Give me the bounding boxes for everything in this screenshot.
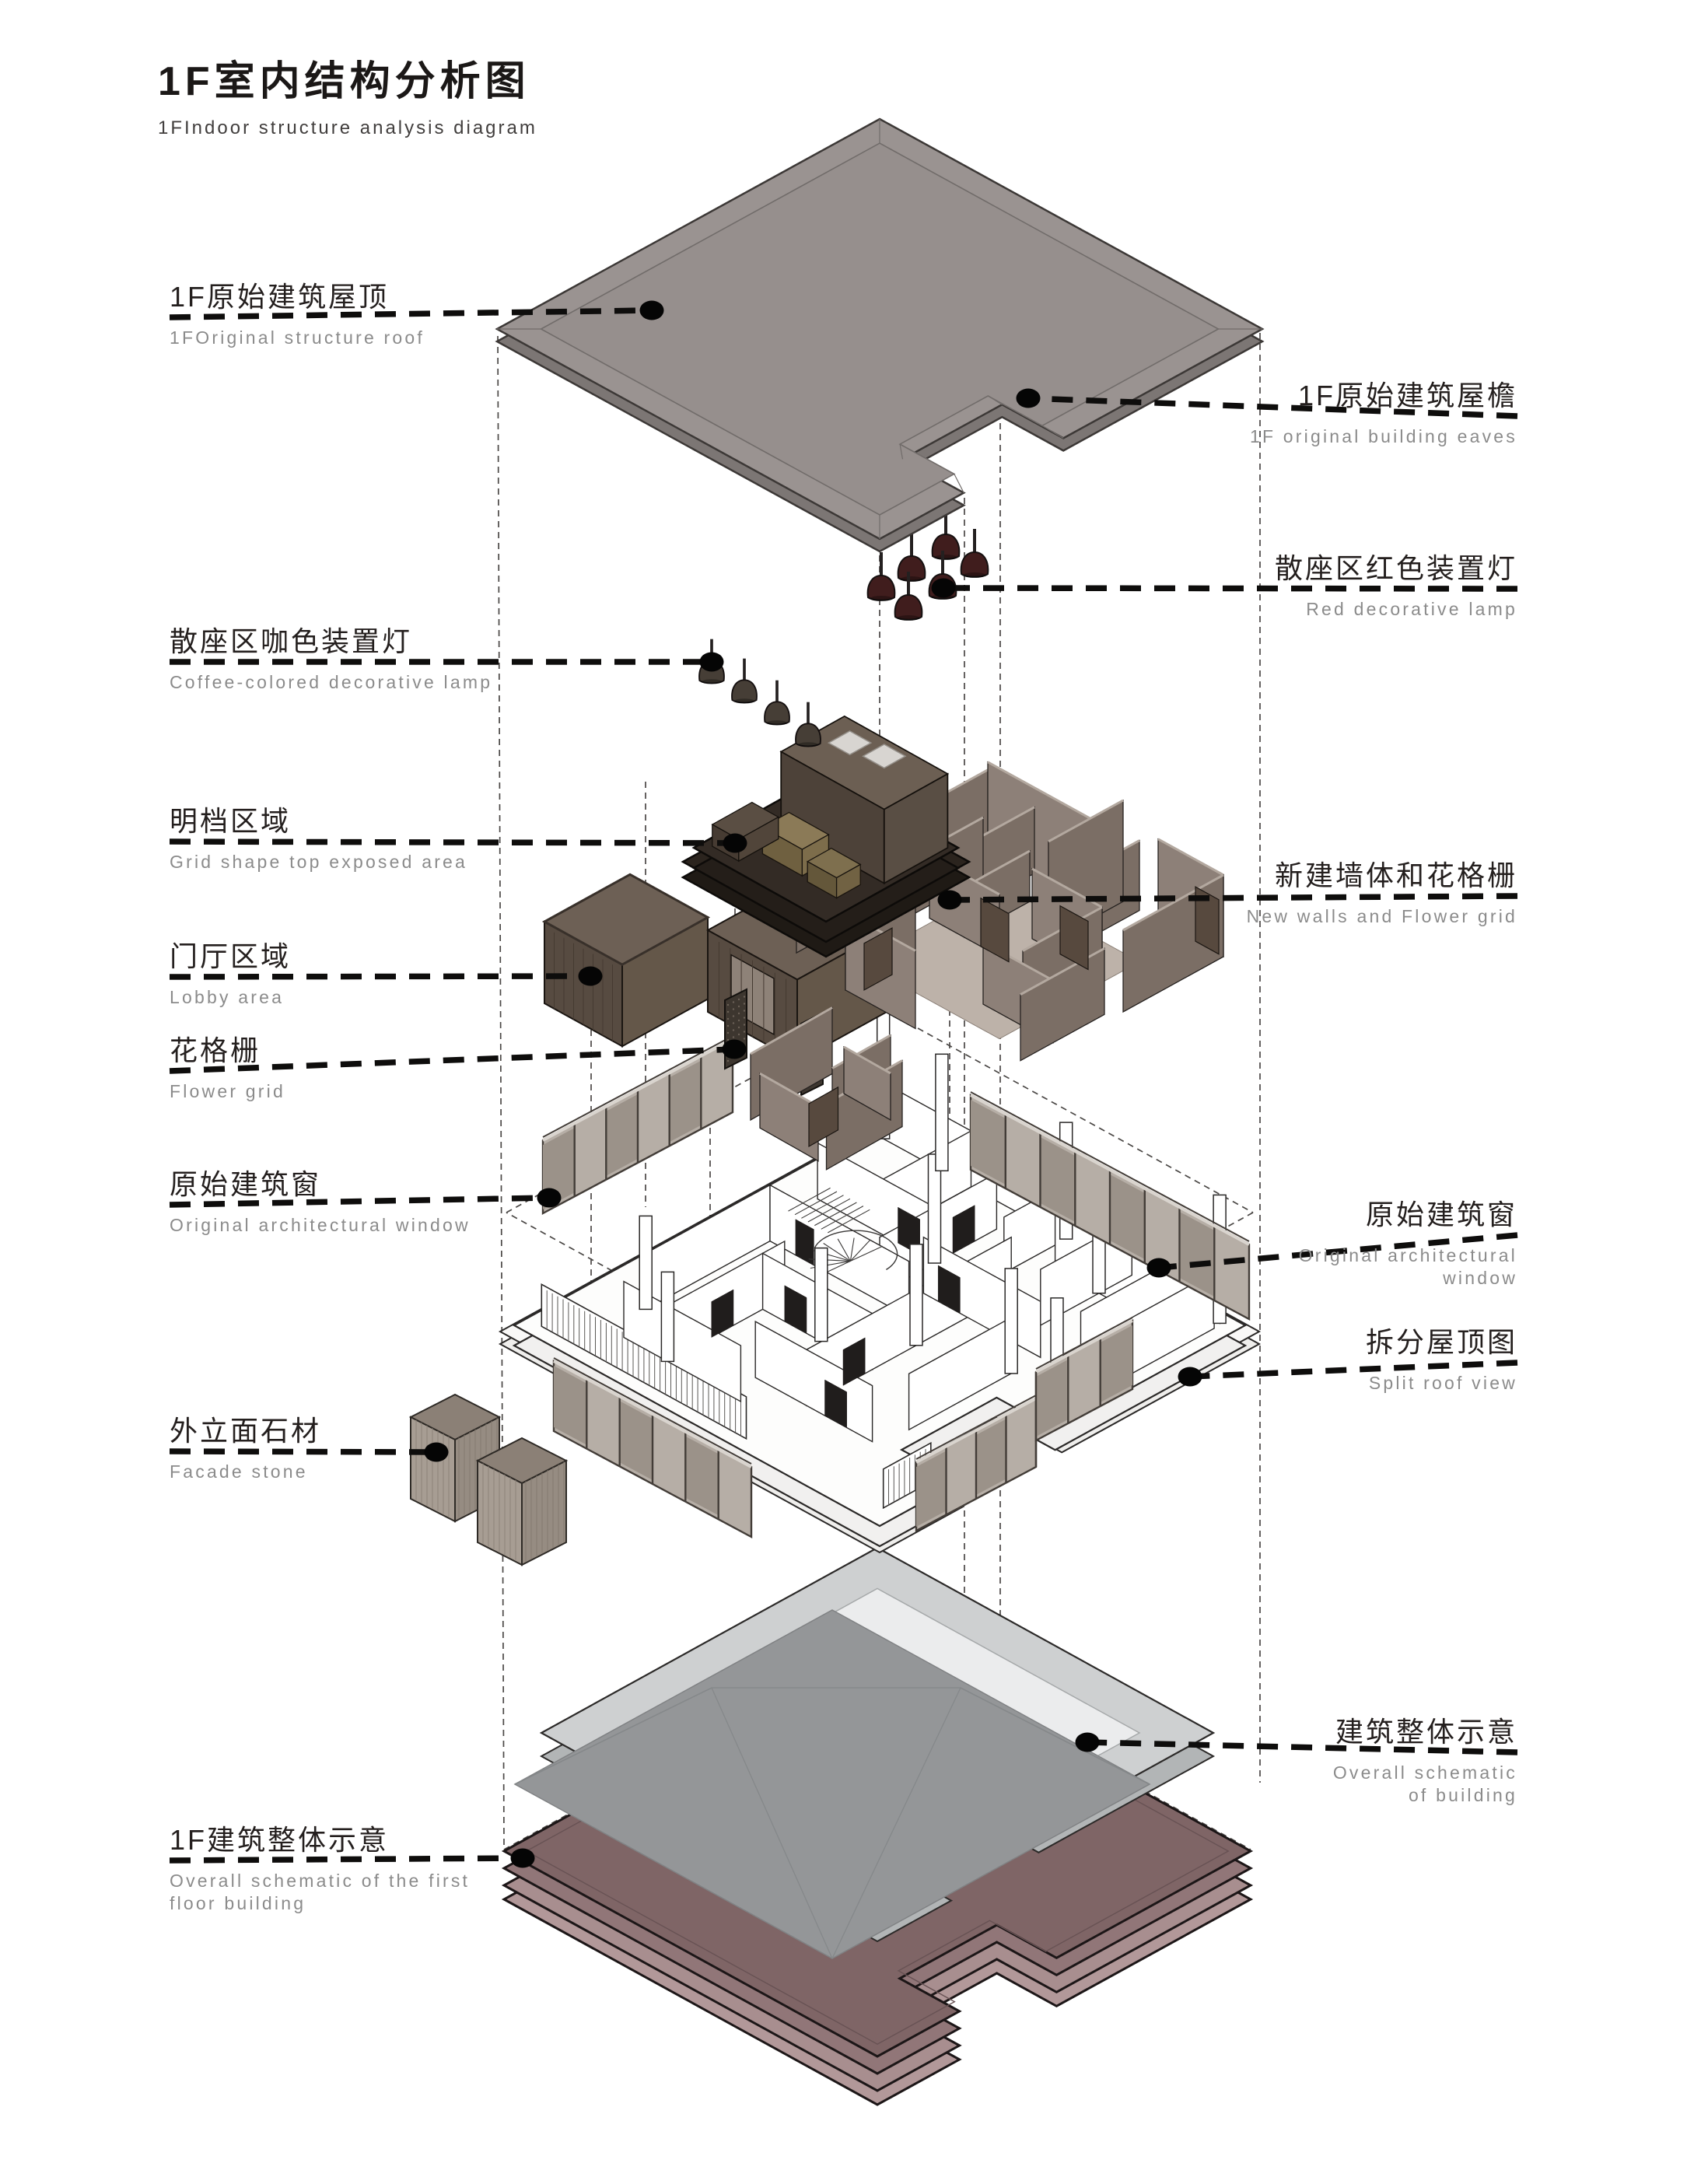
pendant-lamp bbox=[894, 572, 923, 621]
leader-split_roof bbox=[1189, 1360, 1518, 1380]
leader-roof bbox=[169, 307, 653, 320]
pendant-lamp bbox=[731, 658, 758, 704]
label-new-walls: 新建墙体和花格栅 New walls and Flower grid bbox=[1246, 859, 1517, 926]
pendant-lamp bbox=[764, 680, 790, 726]
leader-exposed bbox=[169, 838, 736, 846]
label-roof: 1F原始建筑屋顶 1FOriginal structure roof bbox=[170, 281, 425, 348]
page-subtitle: 1FIndoor structure analysis diagram bbox=[158, 117, 537, 138]
leader-lobby bbox=[169, 973, 591, 980]
label-eaves: 1F原始建筑屋檐 1F original building eaves bbox=[1249, 380, 1517, 446]
leader-dot-overall bbox=[1075, 1732, 1100, 1752]
leader-dot-lobby bbox=[578, 966, 603, 986]
leader-red bbox=[943, 585, 1518, 592]
leader-window_right bbox=[1158, 1232, 1518, 1271]
leader-dot-red bbox=[931, 578, 956, 598]
label-coffee-lamp: 散座区咖色装置灯 Coffee-colored decorative lamp bbox=[170, 625, 493, 692]
leader-overall_1f bbox=[169, 1855, 523, 1864]
leader-dot-flower bbox=[722, 1039, 747, 1059]
window-band-bottom-right bbox=[915, 1317, 1134, 1532]
red-lamps bbox=[866, 511, 989, 621]
label-lobby-area: 门厅区域 Lobby area bbox=[170, 940, 292, 1007]
leader-flower bbox=[169, 1046, 735, 1074]
leader-new_walls bbox=[949, 893, 1518, 903]
label-red-lamp: 散座区红色装置灯 Red decorative lamp bbox=[1274, 552, 1517, 619]
leader-eaves bbox=[1027, 395, 1518, 419]
leader-dot-split_roof bbox=[1178, 1367, 1202, 1387]
leader-window_left bbox=[169, 1195, 550, 1208]
label-facade-stone: 外立面石材 Facade stone bbox=[170, 1415, 322, 1482]
leader-dot-window_right bbox=[1146, 1258, 1171, 1278]
gray-roof-overall bbox=[513, 1609, 1151, 1959]
window-band-bottom-left bbox=[552, 1357, 753, 1539]
leader-dot-eaves bbox=[1016, 388, 1041, 408]
leader-dot-window_left bbox=[537, 1188, 562, 1208]
leader-dot-facade bbox=[424, 1442, 449, 1462]
leader-overall bbox=[1087, 1739, 1518, 1755]
original-roof bbox=[495, 117, 1265, 553]
window-band-upper-right bbox=[969, 1091, 1251, 1321]
pendant-lamp bbox=[897, 533, 926, 582]
title-block: 1F室内结构分析图 1FIndoor structure analysis di… bbox=[158, 48, 537, 139]
leader-dot-exposed bbox=[723, 833, 747, 853]
window-band-upper-left bbox=[541, 1035, 734, 1215]
pendant-lamp bbox=[795, 702, 821, 747]
pendant-lamp bbox=[866, 552, 896, 601]
label-exposed-area: 明档区域 Grid shape top exposed area bbox=[170, 805, 468, 872]
pendant-lamp bbox=[960, 529, 989, 578]
label-flower-grid: 花格栅 Flower grid bbox=[170, 1034, 285, 1101]
leader-facade bbox=[169, 1448, 437, 1455]
exposed-area-model bbox=[681, 715, 971, 958]
leader-dot-roof bbox=[639, 300, 664, 320]
leader-lines bbox=[169, 300, 1518, 1868]
facade-stone-blocks bbox=[408, 1393, 569, 1566]
leader-dot-overall_1f bbox=[510, 1848, 535, 1868]
label-window-left: 原始建筑窗 Original architectural window bbox=[170, 1168, 471, 1235]
label-split-roof: 拆分屋顶图 Split roof view bbox=[1365, 1326, 1517, 1393]
page-title: 1F室内结构分析图 bbox=[158, 59, 530, 104]
leader-dot-new_walls bbox=[937, 890, 962, 910]
leader-dot-coffee bbox=[699, 652, 724, 672]
